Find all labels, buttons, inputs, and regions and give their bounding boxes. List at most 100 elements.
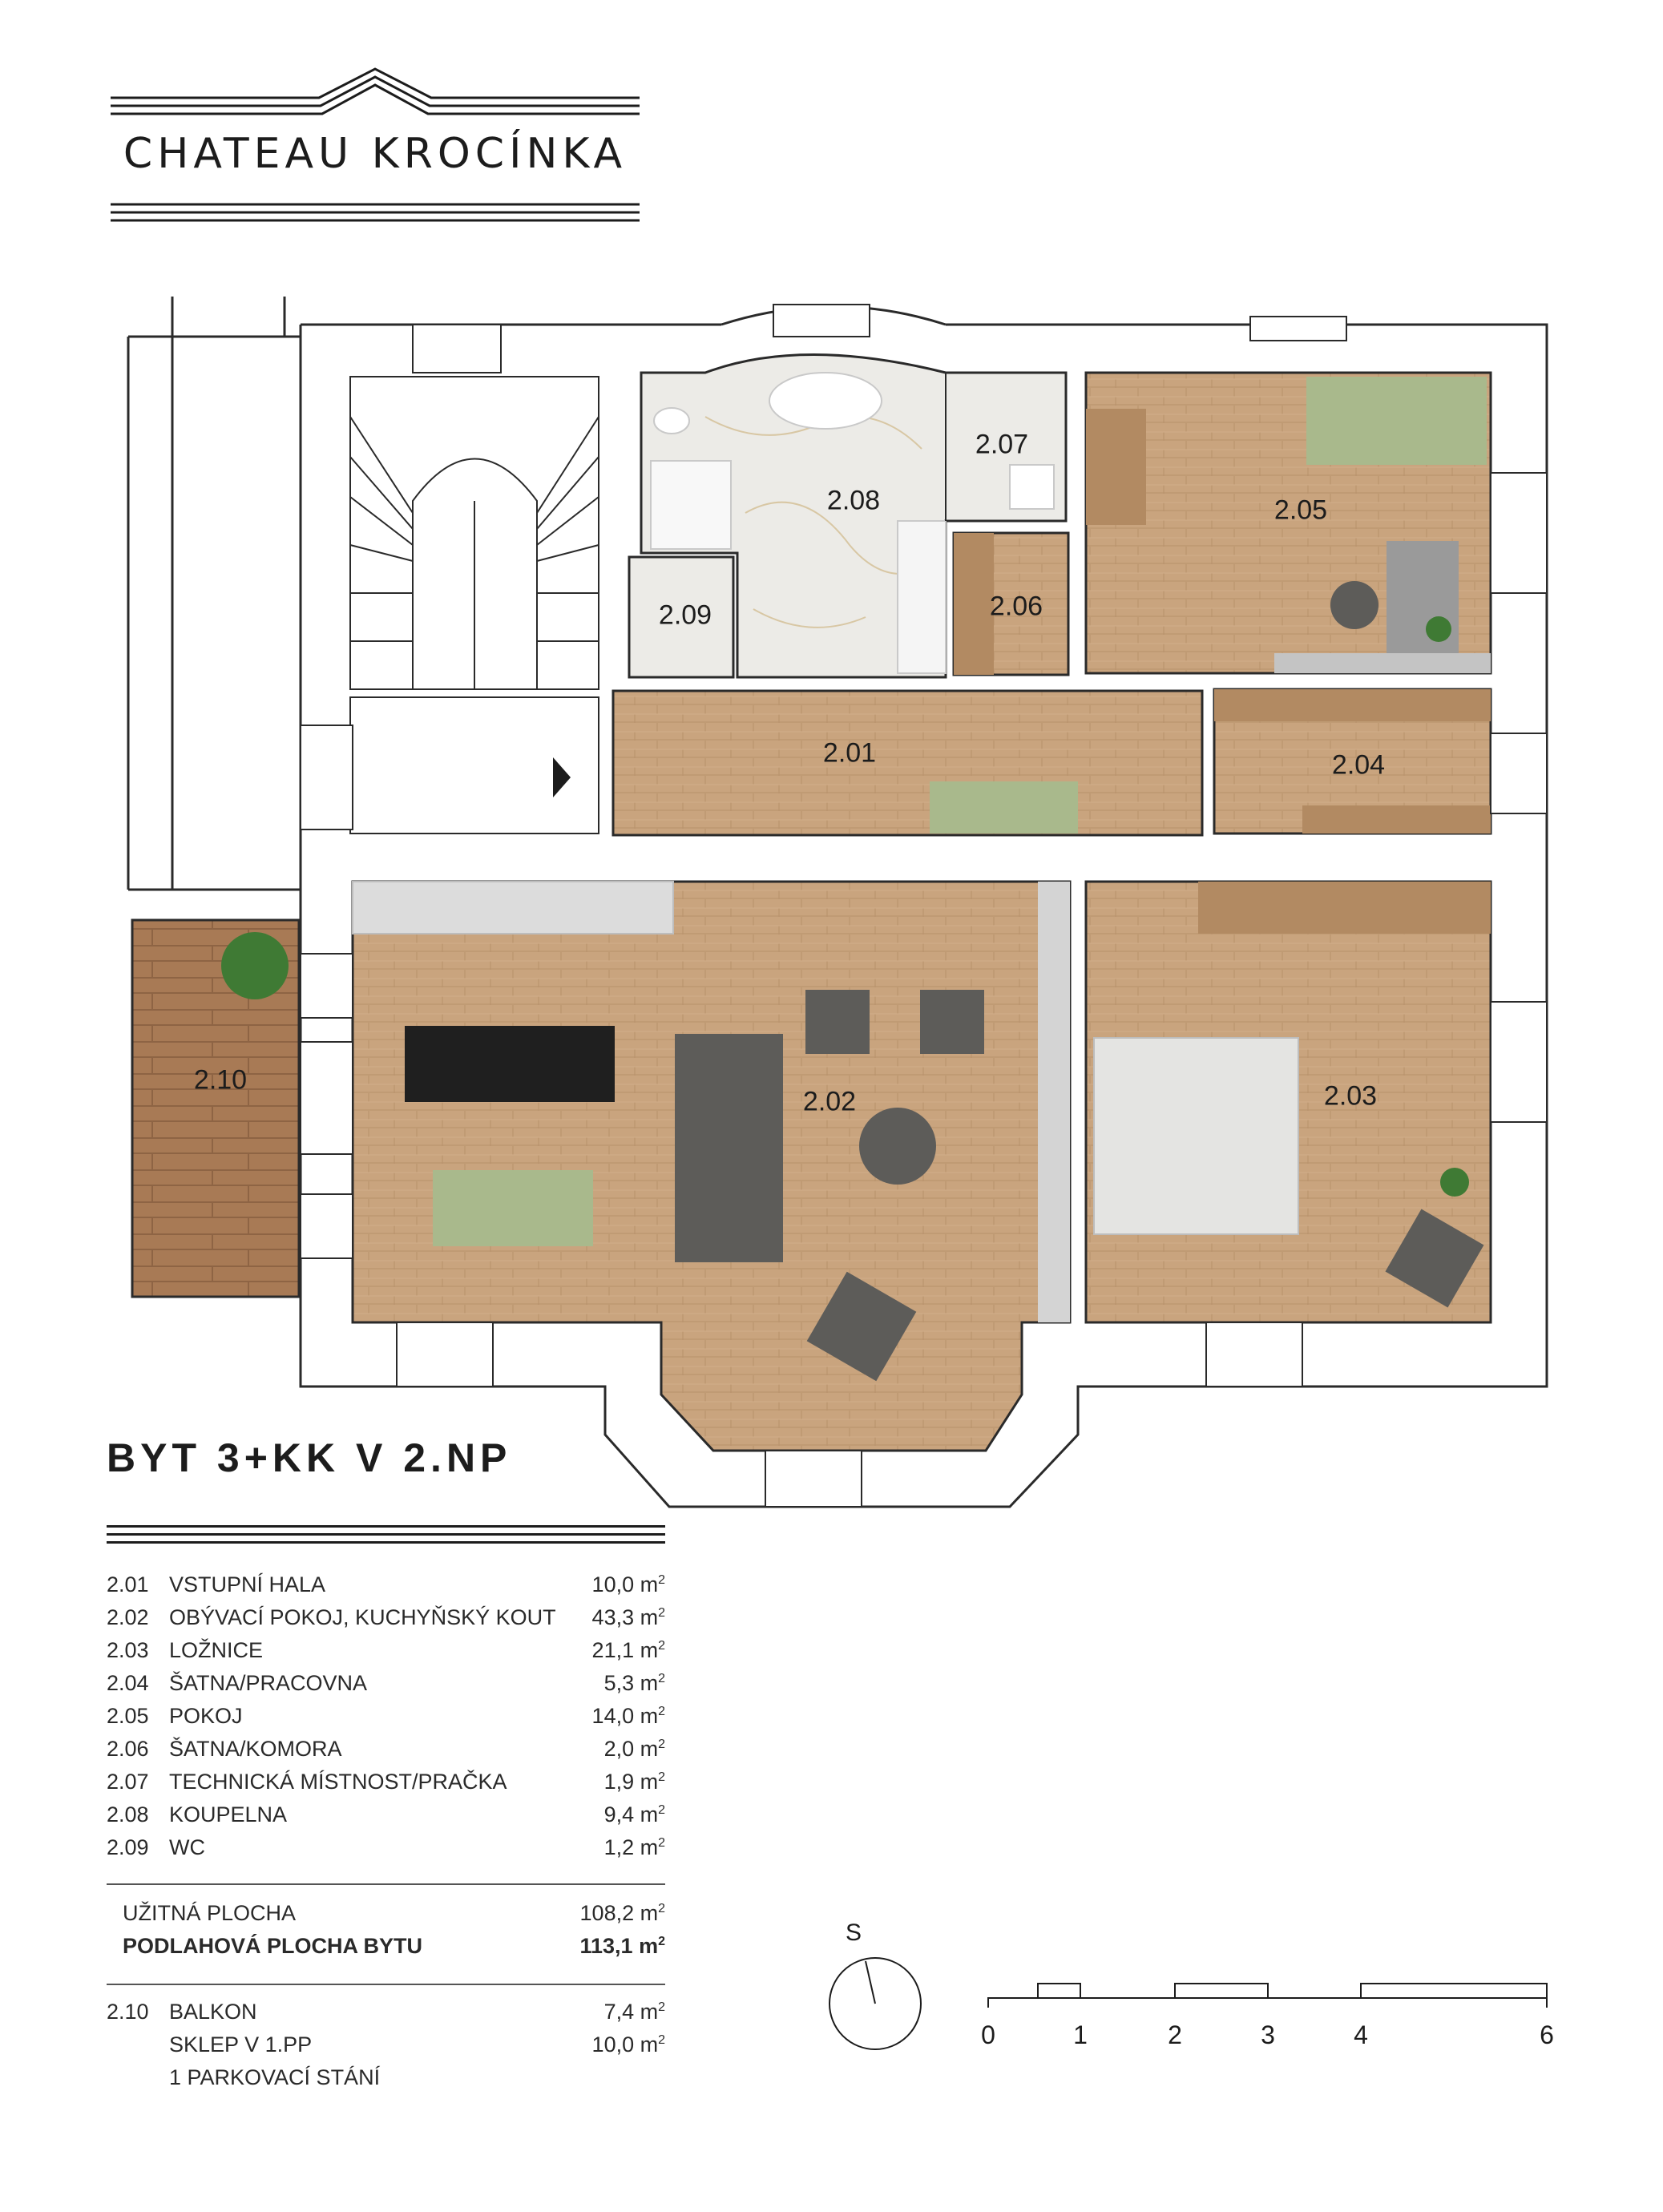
floor-area-value: 113,1 m: [579, 1934, 659, 1958]
title-rule-1: [107, 1525, 665, 1528]
bedroom-wardrobe: [1198, 882, 1491, 934]
room-name: LOŽNICE: [169, 1638, 264, 1662]
room-area: 14,0 m: [591, 1704, 659, 1728]
office-chair-icon: [1330, 581, 1378, 629]
totals-divider: [107, 1883, 665, 1885]
room-label-2-07: 2.07: [975, 429, 1029, 460]
room-label-2-05: 2.05: [1273, 494, 1328, 526]
room-label-2-03: 2.03: [1323, 1080, 1378, 1112]
bathtub-icon: [769, 372, 882, 430]
room-label-2-01: 2.01: [822, 737, 877, 769]
room-name: OBÝVACÍ POKOJ, KUCHYŇSKÝ KOUT: [169, 1605, 556, 1629]
room-label-2-09: 2.09: [658, 599, 712, 631]
room-label-2-10: 2.10: [193, 1064, 248, 1096]
schedule-row: 2.07 TECHNICKÁ MÍSTNOST/PRAČKA 1,9 m2: [107, 1770, 665, 1794]
schedule-row: 2.09 WC 1,2 m2: [107, 1835, 665, 1859]
room-name: KOUPELNA: [169, 1802, 288, 1827]
schedule-row: 2.04 ŠATNA/PRACOVNA 5,3 m2: [107, 1671, 665, 1695]
title-rule-3: [107, 1541, 665, 1544]
scale-tick: 6: [1540, 2020, 1554, 2049]
brand-name: CHATEAU KROCÍNKA: [123, 130, 628, 178]
bedroom-armchair: [1385, 1209, 1484, 1308]
room-code: 2.02: [107, 1605, 149, 1629]
usable-area-value: 108,2 m: [579, 1901, 659, 1925]
room-code: 2.06: [107, 1737, 149, 1761]
extras-row: 2.10 BALKON 7,4 m2: [107, 2000, 665, 2024]
room-name: ŠATNA/KOMORA: [169, 1737, 342, 1761]
floor-plan: 2.01 2.02 2.03 2.04 2.05 2.06 2.07 2.08 …: [127, 297, 1548, 1508]
floor-plan-drawing: [127, 297, 1548, 1508]
room-2-04-shelf-bottom: [1302, 805, 1491, 834]
shower-tray: [650, 460, 732, 550]
windows: [300, 304, 1548, 1508]
room-label-2-08: 2.08: [826, 485, 881, 516]
room-area: 1,2 m: [603, 1835, 659, 1859]
plant-icon: [1426, 616, 1451, 642]
extra-name: SKLEP V 1.PP: [169, 2032, 313, 2057]
room-area: 5,3 m: [603, 1671, 659, 1695]
room-code: 2.03: [107, 1638, 149, 1662]
room-area: 10,0 m: [591, 1572, 659, 1596]
staircase: [349, 376, 599, 834]
kitchen-counter: [352, 881, 674, 934]
schedule-row: 2.01 VSTUPNÍ HALA 10,0 m2: [107, 1572, 665, 1596]
armchair-1: [805, 990, 870, 1054]
scale-bar-icon: [987, 1983, 1548, 2008]
floor-area-row: PODLAHOVÁ PLOCHA BYTU 113,1 m2: [123, 1934, 665, 1958]
schedule-row: 2.02 OBÝVACÍ POKOJ, KUCHYŇSKÝ KOUT 43,3 …: [107, 1605, 665, 1629]
scale-tick: 2: [1168, 2020, 1182, 2049]
room-area: 2,0 m: [603, 1737, 659, 1761]
room-name: POKOJ: [169, 1704, 243, 1728]
tv-wall: [1038, 882, 1070, 1322]
entry-arrow-icon: [553, 757, 571, 797]
extras-row: 1 PARKOVACÍ STÁNÍ: [107, 2065, 665, 2097]
schedule-row: 2.05 POKOJ 14,0 m2: [107, 1704, 665, 1728]
room-code: 2.04: [107, 1671, 149, 1695]
scale-tick: 3: [1261, 2020, 1275, 2049]
extras-divider: [107, 1984, 665, 1985]
armchair-3: [806, 1271, 917, 1382]
extra-name: 1 PARKOVACÍ STÁNÍ: [169, 2065, 381, 2089]
room-label-2-04: 2.04: [1331, 749, 1386, 781]
extra-area: 7,4 m: [603, 2000, 659, 2024]
room-code: 2.08: [107, 1802, 149, 1827]
dining-table: [433, 1170, 593, 1246]
scale-tick: 0: [981, 2020, 995, 2049]
scale-tick: 4: [1354, 2020, 1368, 2049]
scale-bar: 0 1 2 3 4 6: [978, 1976, 1555, 2072]
room-area: 43,3 m: [591, 1605, 659, 1629]
room-2-05-wardrobe: [1086, 409, 1146, 525]
brand-logo: CHATEAU KROCÍNKA: [111, 64, 640, 232]
room-label-2-06: 2.06: [989, 591, 1043, 622]
room-2-09-floor: [628, 555, 735, 679]
extras-row: SKLEP V 1.PP 10,0 m2: [169, 2032, 665, 2057]
extra-area: 10,0 m: [591, 2032, 659, 2057]
coffee-table: [859, 1108, 936, 1185]
north-compass: S: [825, 1919, 930, 2050]
double-sink: [897, 520, 947, 674]
room-name: TECHNICKÁ MÍSTNOST/PRAČKA: [169, 1770, 507, 1794]
sofa: [675, 1034, 783, 1262]
schedule-row: 2.06 ŠATNA/KOMORA 2,0 m2: [107, 1737, 665, 1761]
title-rule-2: [107, 1533, 665, 1536]
usable-area-row: UŽITNÁ PLOCHA 108,2 m2: [123, 1901, 665, 1925]
room-name: WC: [169, 1835, 205, 1859]
balcony-plant-icon: [221, 932, 289, 999]
apartment-title: BYT 3+KK V 2.NP: [107, 1435, 512, 1480]
room-code: 2.05: [107, 1704, 149, 1728]
scale-tick: 1: [1073, 2020, 1088, 2049]
room-label-2-02: 2.02: [802, 1086, 857, 1117]
extra-name: BALKON: [169, 2000, 257, 2024]
armchair-2: [920, 990, 984, 1054]
room-code: 2.07: [107, 1770, 149, 1794]
schedule-row: 2.03 LOŽNICE 21,1 m2: [107, 1638, 665, 1662]
kitchen-island: [405, 1026, 615, 1102]
compass-label: S: [845, 1919, 862, 1946]
compass-icon: [829, 1957, 922, 2050]
double-bed: [1093, 1037, 1299, 1235]
washing-machine-icon: [1009, 464, 1055, 510]
single-bed: [1306, 377, 1487, 465]
room-2-04-shelf-top: [1214, 689, 1491, 721]
room-area: 9,4 m: [603, 1802, 659, 1827]
hall-rug: [930, 781, 1078, 834]
